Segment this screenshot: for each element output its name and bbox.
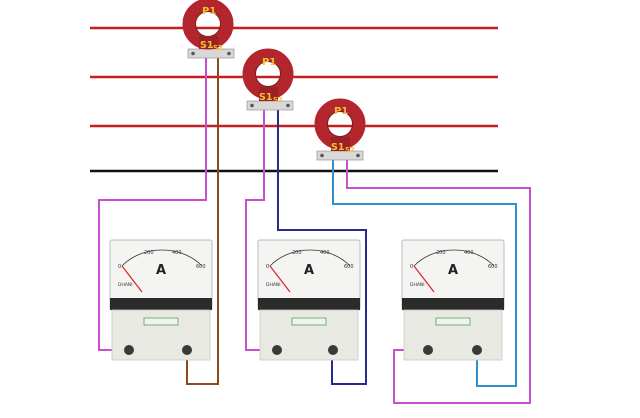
meter-brand: DHANI (266, 282, 281, 288)
ammeter-1: 0 200 400 600 A DHANI (109, 239, 213, 361)
scale-label: 200 (144, 250, 154, 256)
meter-brand: DHANI (118, 282, 133, 288)
wire-ct2-s1 (245, 110, 276, 351)
ct-s2-label: S2 (273, 96, 283, 104)
scale-label: 0 (410, 264, 413, 270)
meter-unit: A (448, 263, 458, 278)
wire-ct1-s2 (186, 58, 219, 385)
ct-s2-label: S2 (345, 146, 355, 154)
terminal-s1 (423, 345, 433, 355)
ammeter-3: 0 200 400 600 A DHANI (401, 239, 505, 361)
scale-label: 200 (436, 250, 446, 256)
ct-primary-label: P1 (262, 57, 276, 68)
meter-unit: A (304, 263, 314, 278)
current-transformer-2: P1 S1 S2 (242, 48, 294, 111)
scale-label: 400 (172, 250, 182, 256)
wire-ct3-s2 (346, 160, 531, 404)
ct-primary-label: P1 (202, 6, 216, 17)
ct-s2-label: S2 (213, 44, 223, 52)
terminal-s2 (182, 345, 192, 355)
meter-unit: A (156, 263, 166, 278)
terminal-s1 (124, 345, 134, 355)
meter-base (403, 309, 503, 361)
scale-label: 200 (292, 250, 302, 256)
ct-primary-label: P1 (334, 106, 348, 117)
meter-brand: DHANI (410, 282, 425, 288)
scale-label: 0 (266, 264, 269, 270)
wire-ct2-s2 (277, 110, 367, 385)
wire-ct3-s1 (332, 160, 517, 387)
scale-label: 0 (118, 264, 121, 270)
terminal-s2 (472, 345, 482, 355)
ammeter-2: 0 200 400 600 A DHANI (257, 239, 361, 361)
current-transformer-1: P1 S1 S2 (182, 0, 235, 59)
ct-s1-label: S1 (331, 142, 344, 153)
ct-s1-label: S1 (259, 92, 272, 103)
scale-label: 600 (344, 264, 354, 270)
scale-label: 600 (196, 264, 206, 270)
ct-s1-label: S1 (200, 40, 213, 51)
terminal-s2 (328, 345, 338, 355)
scale-label: 400 (320, 250, 330, 256)
meter-needle (121, 265, 143, 293)
meter-needle (413, 265, 435, 293)
meter-needle (269, 265, 291, 293)
wire-ct1-s1 (98, 58, 207, 351)
scale-label: 400 (464, 250, 474, 256)
current-transformer-3: P1 S1 S2 (314, 98, 366, 161)
scale-label: 600 (488, 264, 498, 270)
terminal-s1 (272, 345, 282, 355)
